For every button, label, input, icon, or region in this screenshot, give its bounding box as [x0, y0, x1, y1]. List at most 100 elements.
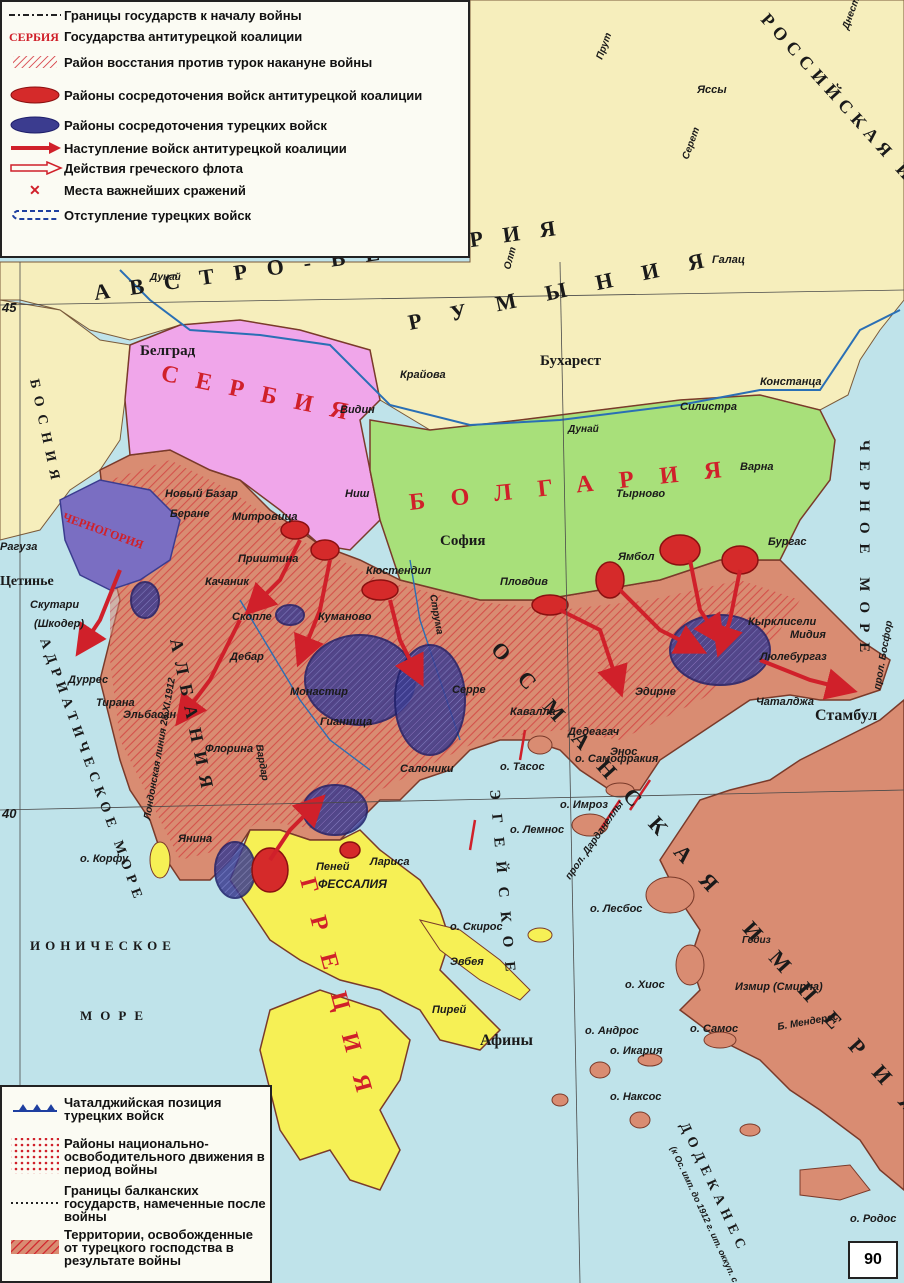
- city-label: Салоники: [400, 763, 454, 775]
- land-ottoman-asia: [659, 699, 904, 1191]
- city-label: Кырклисели: [748, 616, 816, 628]
- city-label: Гианница: [320, 716, 372, 728]
- island-label: о. Корфу: [80, 853, 129, 865]
- city-label: Дедеагач: [567, 726, 620, 738]
- city-label: Цетинье: [0, 574, 54, 589]
- city-label: Монастир: [290, 686, 348, 698]
- city-label: Дебар: [229, 651, 264, 663]
- river-danube: [119, 269, 901, 427]
- city-label: Янина: [177, 833, 212, 845]
- legend-text: Отступление турецких войск: [64, 207, 252, 223]
- city-label: Чаталджа: [756, 696, 814, 708]
- legend-text: Границы государств к началу войны: [64, 7, 302, 23]
- city-label: Констанца: [760, 376, 821, 388]
- legend-row: Действия греческого флота: [6, 158, 464, 178]
- latitude-40-label: 40: [1, 806, 17, 821]
- city-label: Бухарест: [540, 353, 602, 369]
- islands: [149, 735, 761, 1137]
- blue-dashed-arrow-icon: [6, 207, 64, 223]
- city-label: Видин: [340, 404, 375, 416]
- legend-row: ✕Места важнейших сражений: [6, 178, 464, 202]
- island-label: о. Самос: [690, 1023, 738, 1035]
- legend-text: Границы балканских государств, намеченны…: [64, 1182, 266, 1224]
- island-label: о. Хиос: [625, 979, 665, 991]
- city-label: София: [440, 533, 485, 549]
- sea-label-black-sea: ЧЕРНОЕ МОРЕ: [856, 440, 872, 662]
- city-label: Энос: [610, 746, 637, 758]
- island-label: о. Тасос: [500, 761, 545, 773]
- city-label: Бургас: [768, 536, 806, 548]
- island-euboea: [418, 919, 531, 1001]
- island-labels: о. Корфу о. Тасос о. Самофракия о. Имроз о. …: [80, 753, 896, 1225]
- legend-row: СЕРБИЯ Государства антитурецкой коалиции: [6, 26, 464, 46]
- island-label: о. Имроз: [560, 799, 608, 811]
- city-label: (Шкодер): [34, 618, 84, 630]
- island-label: Эвбея: [450, 956, 484, 968]
- sea-label-ionian-1: ИОНИЧЕСКОЕ: [30, 938, 176, 953]
- legend-text: Районы национально-освободительного движ…: [64, 1135, 265, 1177]
- state-montenegro: [59, 479, 181, 591]
- city-label: Беране: [170, 508, 210, 520]
- state-greece: [229, 829, 502, 1051]
- city-label: Эдирне: [635, 686, 676, 698]
- legend-row: Границы балканских государств, намеченны…: [6, 1182, 266, 1224]
- legend-text: Район восстания против турок накануне во…: [64, 54, 373, 70]
- city-label: Флорина: [205, 743, 253, 755]
- river-label: Гедиз: [742, 935, 771, 946]
- chatalja-line-icon: [6, 1102, 64, 1116]
- city-label: Качаник: [205, 576, 250, 588]
- coalition-concentrations: [251, 520, 759, 893]
- city-label: Крайова: [400, 369, 446, 381]
- island-crete-like: [799, 1164, 871, 1201]
- legend-row: Границы государств к началу войны: [6, 4, 464, 26]
- cross-icon: ✕: [6, 183, 64, 197]
- land-bosnia: [0, 299, 131, 541]
- blue-oval-icon: [6, 116, 64, 134]
- city-label: Люлебургаз: [759, 651, 827, 663]
- uprising-hatch-icon: [6, 54, 64, 70]
- city-label: Ямбол: [617, 551, 655, 563]
- state-label-thessaly: ФЕССАЛИЯ: [318, 877, 387, 891]
- page-number: 90: [848, 1241, 898, 1279]
- legend-text: Государства антитурецкой коалиции: [64, 28, 303, 44]
- state-serbia: [124, 319, 381, 551]
- legend-text: Районы сосредоточения войск антитурецкой…: [64, 87, 423, 103]
- island-label: о. Лесбос: [590, 903, 642, 915]
- latitude-45-label: 45: [1, 300, 17, 315]
- red-dots-icon: [6, 1136, 64, 1176]
- legend-text: Действия греческого флота: [64, 160, 243, 176]
- city-label: Рагуза: [0, 541, 37, 553]
- island-label: о. Самофракия: [575, 753, 659, 765]
- river-label: Дунай: [567, 424, 599, 435]
- liberated-hatch-icon: [6, 1238, 64, 1256]
- city-label: Белград: [140, 343, 196, 359]
- island-label: о. Родос: [850, 1213, 896, 1225]
- city-label: Силистра: [680, 401, 737, 413]
- city-label: Лариса: [369, 856, 409, 868]
- city-label: Приштина: [238, 553, 298, 565]
- offensive-arrows: [75, 539, 858, 862]
- city-label: Эльбасан: [123, 709, 176, 721]
- city-label: Митровица: [232, 511, 298, 523]
- state-greece-peloponnese: [259, 989, 411, 1191]
- dotted-line-icon: [6, 1198, 64, 1208]
- city-label: Варна: [740, 461, 774, 473]
- city-label: Скутари: [30, 599, 79, 611]
- legend-row: Районы национально-освободительного движ…: [6, 1127, 266, 1185]
- city-label: Скопле: [232, 611, 272, 623]
- island-label: о. Скирос: [450, 921, 503, 933]
- svg-text:СЕРБИЯ: СЕРБИЯ: [9, 30, 59, 43]
- red-oval-icon: [6, 86, 64, 104]
- legend-text: Места важнейших сражений: [64, 182, 246, 198]
- river-label: Дунай: [149, 272, 181, 283]
- city-label: Кавалла: [510, 706, 555, 718]
- city-label: Измир (Смирна): [735, 981, 823, 993]
- city-label: Яссы: [696, 84, 727, 96]
- sea-label-ionian-2: МОРЕ: [80, 1008, 151, 1023]
- city-label: Пирей: [432, 1004, 466, 1016]
- legend-row: Районы сосредоточения войск антитурецкой…: [6, 78, 464, 112]
- city-label: Стамбул: [815, 707, 877, 724]
- city-label: Тырново: [616, 488, 665, 500]
- river-vardar: [239, 599, 371, 771]
